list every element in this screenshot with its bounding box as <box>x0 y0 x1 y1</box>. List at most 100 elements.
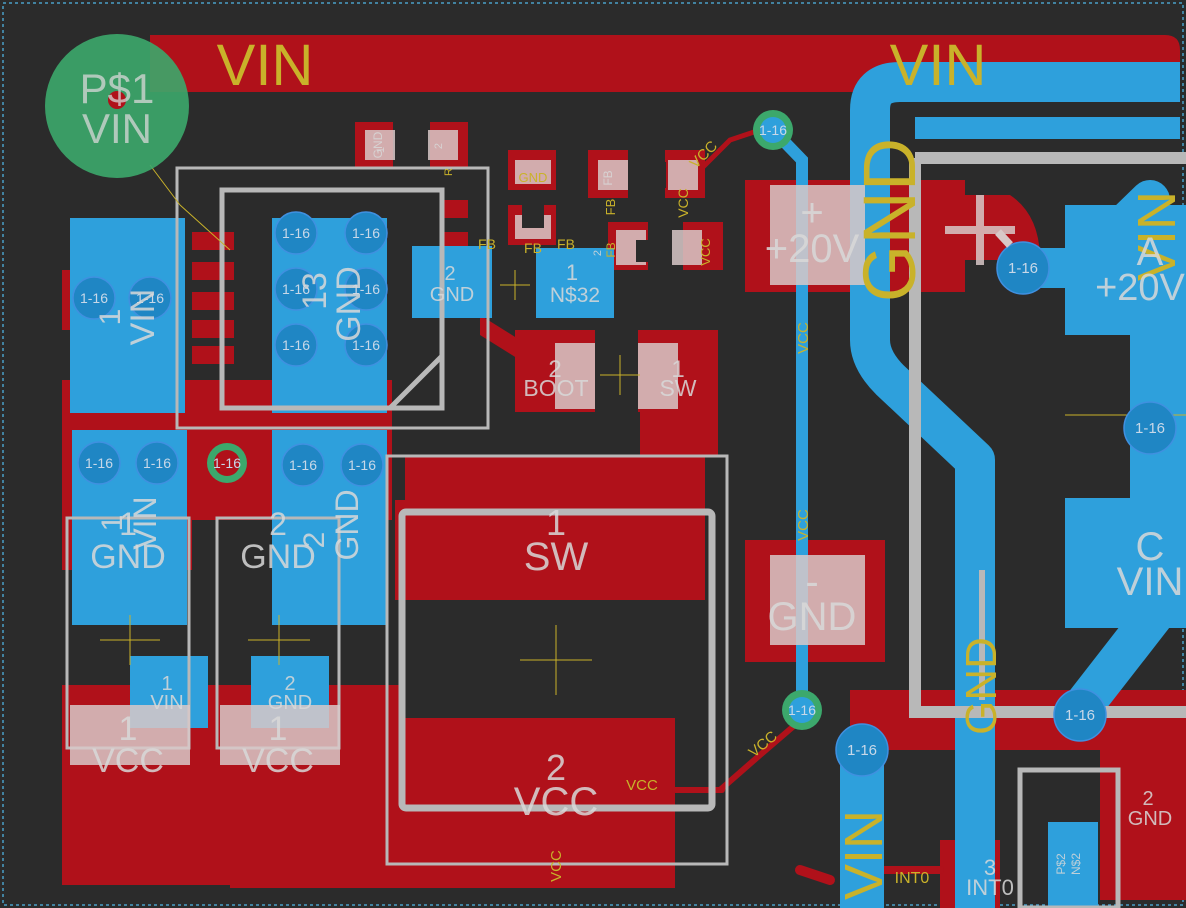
fb-net-label: FB <box>604 242 618 257</box>
via-label: 1-16 <box>282 281 310 297</box>
pad-name: P$1 <box>80 65 155 112</box>
via-label: 1-16 <box>143 455 171 471</box>
pad-name: P$2 <box>1054 853 1068 875</box>
gnd-bottom-trace[interactable] <box>850 62 1180 908</box>
via-label: 1-16 <box>80 290 108 306</box>
pad-net: GND <box>268 692 312 714</box>
gnd-net-label: GND <box>848 138 931 302</box>
pad-net: FB <box>601 170 615 185</box>
pad-number: 1 <box>96 515 129 532</box>
pad-number: 1 <box>566 260 578 285</box>
pad-number: 13 <box>296 272 334 310</box>
via-label: 1-16 <box>289 457 317 473</box>
sw-inductor-pad[interactable] <box>395 500 705 600</box>
via-label: 1-16 <box>847 742 877 759</box>
pad-net: GND <box>90 538 166 576</box>
pad-net: GND <box>768 595 857 639</box>
int0-net-label: INT0 <box>895 870 930 887</box>
vcc-net-label: VCC <box>698 238 713 265</box>
pad-net: +20V <box>765 227 860 271</box>
pad-number: 2 <box>444 263 455 285</box>
via-label: 1-16 <box>348 457 376 473</box>
pad-number: 1 <box>119 506 137 542</box>
pad-net: GND <box>329 489 365 560</box>
via-label: 1-16 <box>759 122 787 138</box>
pad-net: VIN <box>1117 560 1184 604</box>
pad-labels: 2 GND 1 N$32 2 BOOT 1 SW 1 SW 2 VCC + +2… <box>90 131 1185 900</box>
gnd-net-label: GND <box>519 170 548 185</box>
via-label: 1-16 <box>788 702 816 718</box>
gnd-net-label: GND <box>957 637 1006 735</box>
test-pad-p1[interactable]: P$1 VIN <box>45 34 189 178</box>
fb-net-label: FB <box>603 199 618 216</box>
vcc-net-label: VCC <box>626 777 658 794</box>
via-label: 1-16 <box>282 225 310 241</box>
pad-letter: A <box>1137 230 1164 274</box>
pad-net: VIN <box>124 289 162 346</box>
via-label: 1-16 <box>85 455 113 471</box>
pad-number: 1 <box>119 710 138 748</box>
pad-number: 1 <box>375 147 387 153</box>
vin-net-label: VIN <box>890 33 987 98</box>
fb-net-label: FB <box>557 236 575 252</box>
via-label: 1-16 <box>352 281 380 297</box>
pad-net: VIN <box>127 496 163 549</box>
pad-net: N$32 <box>550 284 600 307</box>
pad-number: 2 <box>284 673 295 695</box>
vin-net-label: VIN <box>834 810 894 900</box>
via-label: 1-16 <box>1135 420 1165 437</box>
pad-net: VIN <box>150 692 183 714</box>
net-labels: VIN VIN GND VIN GND VIN VCC VCC VCC VCC … <box>217 33 1186 900</box>
pad-net: SW <box>659 375 696 401</box>
via-group <box>72 110 1177 777</box>
pad-number: 2 <box>433 143 445 149</box>
pad-number: 2 <box>592 250 604 256</box>
pad-number: 1 <box>671 356 684 383</box>
r-net-label: R <box>443 168 455 176</box>
pad-net: GND <box>430 284 474 306</box>
vcc-net-label: VCC <box>548 850 565 882</box>
fb-net-label: FB <box>524 240 542 256</box>
via-label: 1-16 <box>352 337 380 353</box>
vin-net-label: VIN <box>217 33 314 98</box>
pad-number: 1 <box>546 502 566 543</box>
pad-name: N$2 <box>1069 853 1083 875</box>
pad-net: INT0 <box>966 875 1014 900</box>
via-labels: 1-16 1-16 1-16 1-16 1-16 1-16 1-16 1-16 … <box>80 122 1165 759</box>
via[interactable] <box>207 443 247 483</box>
via-label: 1-16 <box>136 290 164 306</box>
pad-net: VCC <box>242 742 314 780</box>
pad-number: 2 <box>298 532 331 549</box>
fb-net-label: FB <box>478 236 496 252</box>
pad-number: 3 <box>984 855 996 880</box>
vcc-net-label: VCC <box>795 322 812 354</box>
pad-net: VCC <box>514 780 598 824</box>
pad-number: + <box>800 191 823 235</box>
via[interactable] <box>753 110 793 150</box>
vcc-net-label: VCC <box>675 188 691 218</box>
pad-number: 2 <box>269 506 287 542</box>
via[interactable] <box>782 690 822 730</box>
pad-net: GND <box>240 538 316 576</box>
pad-net: GND <box>1128 808 1172 830</box>
pad-net: VCC <box>92 742 164 780</box>
via-label: 1-16 <box>1065 707 1095 724</box>
pad-number: - <box>805 560 818 604</box>
vin-net-label: VIN <box>1127 191 1186 281</box>
pad-number: 1 <box>94 309 127 326</box>
via-label: 1-16 <box>1008 260 1038 277</box>
pad-number: 1 <box>161 673 172 695</box>
pad-net: VIN <box>82 105 152 152</box>
silk-pad-overlays <box>70 130 865 765</box>
via-label: 1-16 <box>282 337 310 353</box>
pad-number: 2 <box>1142 788 1153 810</box>
pad-net: +20V <box>1095 267 1185 309</box>
pad-net: SW <box>524 535 589 579</box>
pad-net: BOOT <box>523 375 588 401</box>
vcc-net-label: VCC <box>795 509 812 541</box>
pad-net: GND <box>371 131 385 158</box>
via-label: 1-16 <box>213 455 241 471</box>
pad-number: 2 <box>546 747 566 788</box>
